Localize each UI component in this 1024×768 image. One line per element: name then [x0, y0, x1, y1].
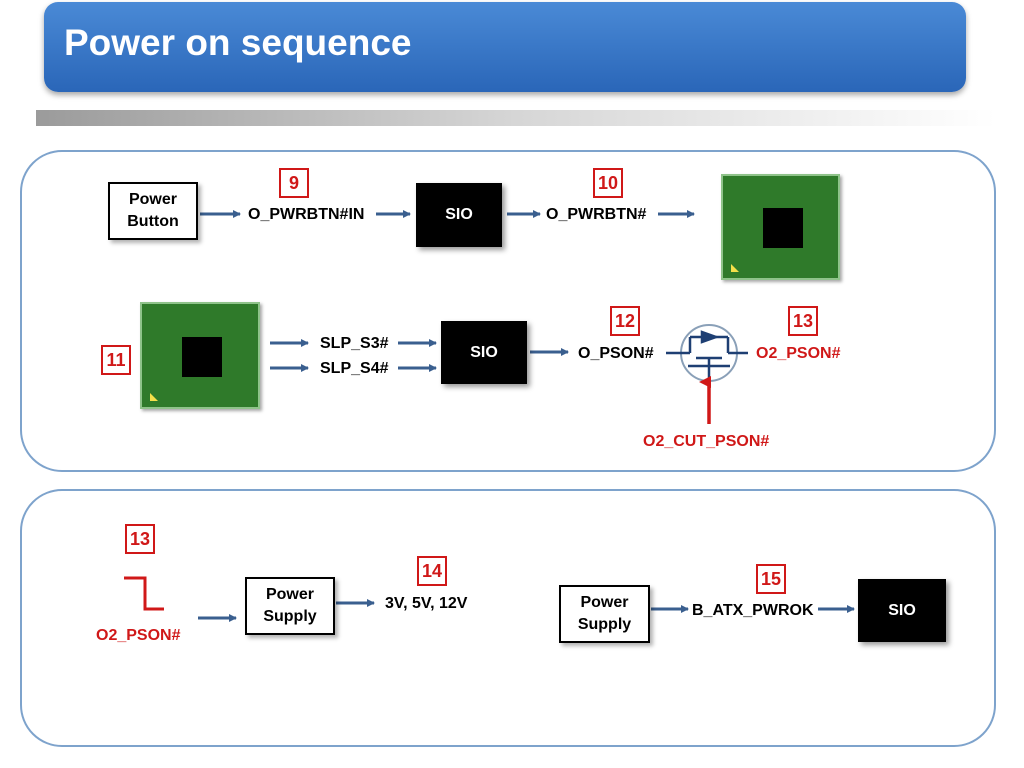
- signal-o-pwrbtn-in: O_PWRBTN#IN: [248, 206, 365, 223]
- power-supply-box-1: Power Supply: [245, 577, 335, 635]
- voltages-label: 3V, 5V, 12V: [385, 595, 468, 612]
- step-10-badge: 10: [593, 168, 623, 198]
- signal-b-atx-pwrok: B_ATX_PWROK: [692, 602, 814, 619]
- signal-slp-s4: SLP_S4#: [320, 360, 389, 377]
- pin1-marker: [731, 264, 739, 272]
- title-bar: Power on sequence: [44, 2, 966, 92]
- step-11-badge: 11: [101, 345, 131, 375]
- chip-core: [182, 337, 222, 377]
- step-12-badge: 12: [610, 306, 640, 336]
- page-title: Power on sequence: [64, 22, 412, 63]
- pin1-marker: [150, 393, 158, 401]
- step-13-badge-2: 13: [125, 524, 155, 554]
- sio-box-2: SIO: [441, 321, 527, 384]
- sio-box-1: SIO: [416, 183, 502, 247]
- step-15-badge: 15: [756, 564, 786, 594]
- pson-low-waveform: [124, 576, 164, 611]
- power-supply-box-2: Power Supply: [559, 585, 650, 643]
- signal-o2-cut-pson: O2_CUT_PSON#: [643, 433, 770, 450]
- title-divider: [36, 110, 996, 126]
- mosfet-symbol: [666, 324, 748, 382]
- chip-pch-2: [140, 302, 260, 409]
- step-14-badge: 14: [417, 556, 447, 586]
- signal-o2-pson-2: O2_PSON#: [96, 627, 181, 644]
- step-9-badge: 9: [279, 168, 309, 198]
- panel-sequence-top: [20, 150, 996, 472]
- signal-o-pson: O_PSON#: [578, 345, 654, 362]
- chip-core: [763, 208, 803, 248]
- signal-o2-pson: O2_PSON#: [756, 345, 841, 362]
- signal-o-pwrbtn: O_PWRBTN#: [546, 206, 647, 223]
- step-13-badge: 13: [788, 306, 818, 336]
- power-button-box: Power Button: [108, 182, 198, 240]
- panel-sequence-bottom: [20, 489, 996, 747]
- chip-pch-1: [721, 174, 840, 280]
- sio-box-3: SIO: [858, 579, 946, 642]
- signal-slp-s3: SLP_S3#: [320, 335, 389, 352]
